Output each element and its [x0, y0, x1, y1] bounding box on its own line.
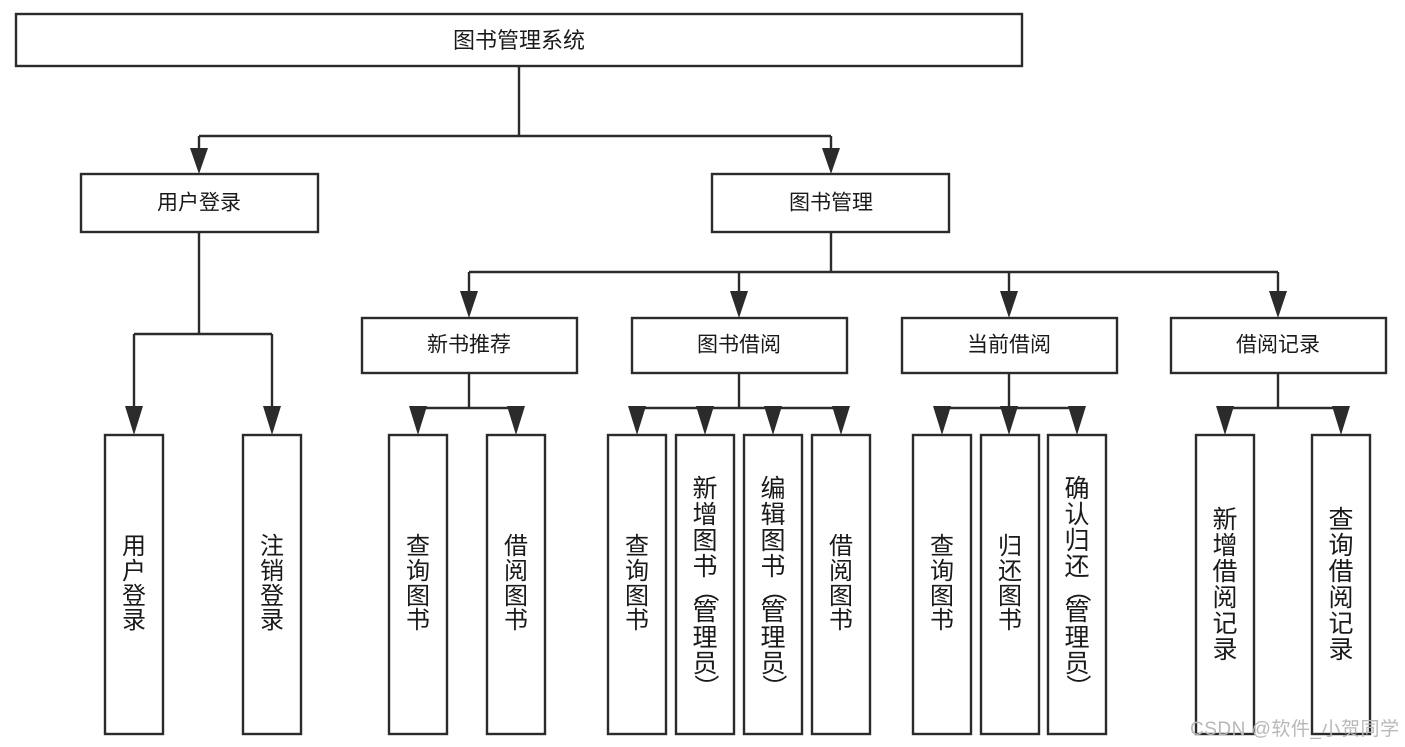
arrowhead-leaf-bb-query	[628, 406, 646, 435]
csdn-watermark: CSDN @软件_小贺同学	[1190, 719, 1400, 740]
leaf-cb-confirm-box[interactable]	[1046, 433, 1108, 736]
arrowhead-book-mgmt	[822, 148, 840, 174]
leaf-nb-query-box[interactable]	[387, 433, 449, 736]
arrowhead-book-borrow	[730, 291, 748, 318]
leaf-logout-box[interactable]	[241, 433, 303, 736]
arrowhead-leaf-bb-add	[696, 406, 714, 435]
arrowhead-leaf-logout	[263, 406, 281, 435]
arrowhead-new-book	[460, 291, 478, 318]
arrowhead-leaf-br-add	[1216, 406, 1234, 435]
leaf-bb-query-box[interactable]	[606, 433, 668, 736]
node-borrow-record-box[interactable]	[1169, 316, 1388, 375]
arrowhead-leaf-bb-borrow	[832, 406, 850, 435]
node-book-borrow-label: 图书借阅	[697, 334, 781, 357]
node-book-borrow-box[interactable]	[630, 316, 849, 375]
leaf-bb-borrow-box[interactable]	[810, 433, 872, 736]
arrowhead-borrow-record	[1269, 291, 1287, 318]
node-new-book-recommend-label: 新书推荐	[427, 334, 511, 357]
arrowhead-leaf-cb-confirm	[1068, 406, 1086, 435]
leaf-nb-borrow-box[interactable]	[485, 433, 547, 736]
node-root-box[interactable]	[14, 12, 1024, 68]
leaf-bb-edit-box[interactable]	[742, 433, 804, 736]
arrowhead-leaf-user-login	[125, 406, 143, 435]
node-new-book-recommend-box[interactable]	[360, 316, 579, 375]
arrowhead-leaf-nb-query	[409, 406, 427, 435]
arrowhead-leaf-nb-borrow	[507, 406, 525, 435]
node-borrow-record-label: 借阅记录	[1236, 334, 1320, 357]
arrowhead-leaf-bb-edit	[764, 406, 782, 435]
leaf-user-login-box[interactable]	[103, 433, 165, 736]
node-root-label: 图书管理系统	[453, 28, 585, 53]
arrowhead-leaf-br-query	[1332, 406, 1350, 435]
leaf-cb-query-box[interactable]	[911, 433, 973, 736]
leaf-bb-add-box[interactable]	[674, 433, 736, 736]
arrowhead-leaf-cb-query	[933, 406, 951, 435]
node-user-login-label: 用户登录	[157, 192, 241, 215]
leaf-cb-return-box[interactable]	[979, 433, 1041, 736]
arrowhead-current-borrow	[1000, 291, 1018, 318]
node-book-management-box[interactable]	[710, 172, 951, 234]
arrowhead-leaf-cb-return	[1000, 406, 1018, 435]
arrowhead-user-login	[190, 148, 208, 174]
node-current-borrow-label: 当前借阅	[967, 334, 1051, 357]
leaf-br-add-box[interactable]	[1194, 433, 1256, 736]
node-book-management-label: 图书管理	[789, 192, 873, 215]
node-current-borrow-box[interactable]	[900, 316, 1119, 375]
leaf-br-query-box[interactable]	[1310, 433, 1372, 736]
